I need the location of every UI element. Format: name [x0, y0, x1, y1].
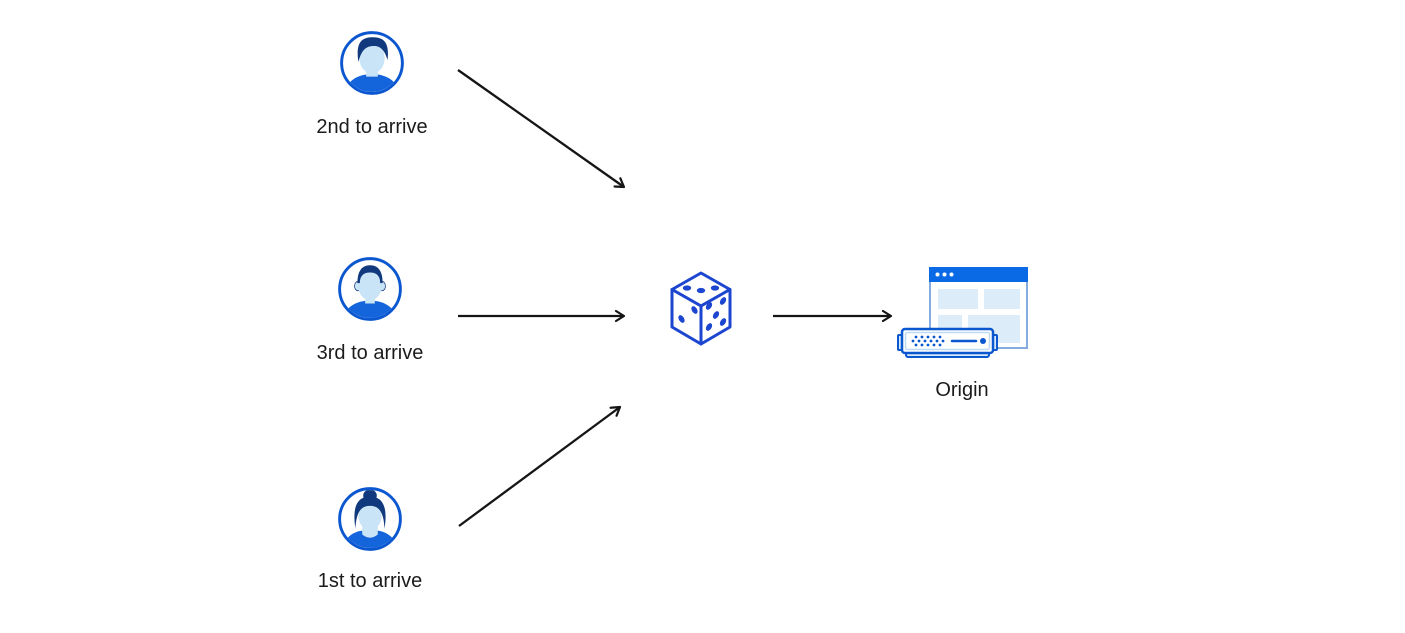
- origin-browser-server-icon: [897, 267, 1028, 358]
- client-bottom-label: 1st to arrive: [317, 570, 423, 592]
- user-man-avatar-icon: [340, 31, 404, 95]
- dice-icon: [670, 271, 732, 346]
- node-client-middle: 3rd to arrive: [300, 256, 440, 365]
- node-randomizer: [668, 270, 734, 348]
- client-top-label: 2nd to arrive: [316, 116, 428, 138]
- arrow-client-top-to-dice: [457, 69, 626, 189]
- origin-label: Origin: [935, 379, 989, 401]
- client-middle-label: 3rd to arrive: [316, 342, 424, 364]
- server-icon: [897, 327, 998, 358]
- node-client-bottom: 1st to arrive: [300, 486, 440, 593]
- arrow-client-bottom-to-dice: [458, 405, 622, 527]
- user-man-short-hair-avatar-icon: [338, 257, 402, 321]
- node-client-top: 2nd to arrive: [302, 30, 442, 139]
- node-origin: Origin: [896, 265, 1028, 402]
- user-woman-avatar-icon: [338, 487, 402, 551]
